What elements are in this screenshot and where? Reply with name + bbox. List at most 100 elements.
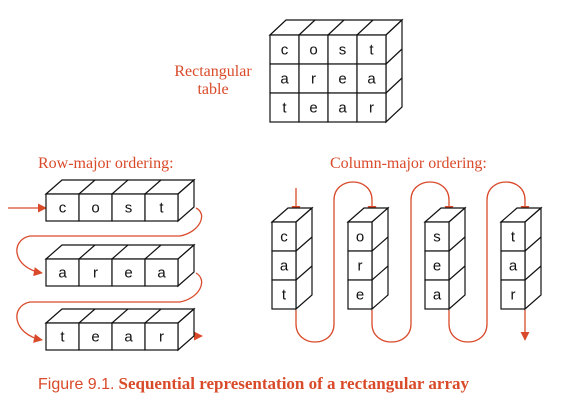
table-cell-letter: t — [369, 42, 374, 59]
col-2-side-divider — [371, 236, 389, 252]
table-cell-letter: e — [309, 100, 317, 117]
col-1-cell-letter: a — [280, 258, 289, 275]
col-4-cell-letter: t — [511, 229, 516, 246]
row-1-cell-letter: s — [125, 200, 133, 217]
column-major-path — [291, 181, 530, 343]
row-3-cell — [144, 322, 179, 351]
column-major-title: Column-major ordering: — [330, 155, 487, 172]
row-3-cell — [78, 322, 113, 351]
row-1-cell — [45, 193, 80, 222]
figure-title: Sequential representation of a rectangul… — [118, 374, 470, 393]
col-1-cell — [271, 279, 297, 310]
table-top-divider — [356, 19, 374, 36]
table-side-divider — [385, 77, 403, 94]
table-label-line1: Rectangular — [174, 63, 252, 80]
col-2-cell — [347, 279, 373, 310]
col-3-cell-letter: s — [433, 229, 441, 246]
row-1-cell — [78, 193, 113, 222]
table-cell — [298, 92, 329, 123]
col-2-side-face — [371, 206, 389, 311]
col-link-2-3 — [371, 181, 454, 343]
col-link-1-2 — [295, 181, 377, 343]
column-major-block-1: cat — [270, 206, 314, 311]
row-1-cell-letter: c — [59, 200, 67, 217]
col-4-cell-letter: a — [509, 258, 518, 275]
table-side-face — [385, 18, 403, 124]
col-4-side-divider — [524, 265, 542, 281]
row-2-cell-letter: r — [93, 265, 98, 282]
column-major-block-2: ore — [346, 206, 390, 311]
table-cell-letter: s — [339, 42, 347, 59]
col-2-cell-letter: r — [358, 258, 363, 275]
col-2-cell — [347, 250, 373, 281]
col-2-cell — [347, 221, 373, 252]
row-2-cell — [111, 258, 146, 287]
column-major-block-4: tar — [499, 206, 543, 311]
figure-caption: Figure 9.1. Sequential representation of… — [38, 374, 576, 394]
col-3-cell-letter: a — [433, 287, 442, 304]
col-2-cell-letter: e — [356, 287, 364, 304]
table-cell — [356, 92, 387, 123]
table-cell-letter: r — [311, 71, 316, 88]
col-1-side-divider — [295, 265, 313, 281]
row-2-cell-letter: a — [157, 265, 166, 282]
table-cell-letter: e — [338, 71, 346, 88]
table-cell — [327, 63, 358, 94]
row-2-cell-letter: e — [124, 265, 132, 282]
table-cell — [356, 63, 387, 94]
row-3-cell-letter: r — [159, 329, 164, 346]
row-1-top-divider — [111, 179, 129, 195]
col-3-side-divider — [448, 265, 466, 281]
table-cell-letter: a — [280, 71, 289, 88]
col-3-cell-letter: e — [433, 258, 441, 275]
row-link-2-3 — [16, 272, 203, 343]
table-cell-letter: a — [367, 71, 376, 88]
col-4-cell — [500, 279, 526, 310]
col-1-side-face — [295, 206, 313, 311]
row-major-title: Row-major ordering: — [38, 155, 174, 172]
table-cell — [269, 92, 300, 123]
table-top-divider — [327, 19, 345, 36]
row-2-top-divider — [144, 244, 162, 260]
row-link-1-2 — [16, 207, 203, 277]
table-cell — [356, 34, 387, 65]
col-4-cell-letter: r — [511, 287, 516, 304]
table-label-line2: table — [197, 81, 228, 98]
col-4-cell — [500, 250, 526, 281]
column-major-block-3: sea — [423, 206, 467, 311]
row-2-top-divider — [111, 244, 129, 260]
table-top-divider — [298, 19, 316, 36]
col-3-side-face — [448, 206, 466, 311]
col-2-cell-letter: o — [356, 229, 364, 246]
row-2-top-divider — [78, 244, 96, 260]
row-3-cell-letter: t — [60, 329, 65, 346]
row-2-cell-letter: a — [58, 265, 67, 282]
row-3-cell-letter: a — [124, 329, 133, 346]
row-2-cell — [144, 258, 179, 287]
col-3-side-divider — [448, 236, 466, 252]
row-1-cell-letter: o — [91, 200, 99, 217]
row-3-cell — [45, 322, 80, 351]
col-4-side-divider — [524, 236, 542, 252]
table-cell-letter: a — [338, 100, 347, 117]
row-3-top-divider — [78, 308, 96, 324]
col-3-cell — [424, 250, 450, 281]
table-cell-letter: r — [369, 100, 374, 117]
row-1-cell — [144, 193, 179, 222]
col-2-side-divider — [371, 265, 389, 281]
row-1-cell-letter: t — [159, 200, 164, 217]
row-3-cell — [111, 322, 146, 351]
col-3-cell — [424, 279, 450, 310]
row-1-cell — [111, 193, 146, 222]
row-3-top-divider — [111, 308, 129, 324]
row-1-top-divider — [144, 179, 162, 195]
table-cell-letter: t — [282, 100, 287, 117]
col-1-side-divider — [295, 236, 313, 252]
row-2-cell — [45, 258, 80, 287]
